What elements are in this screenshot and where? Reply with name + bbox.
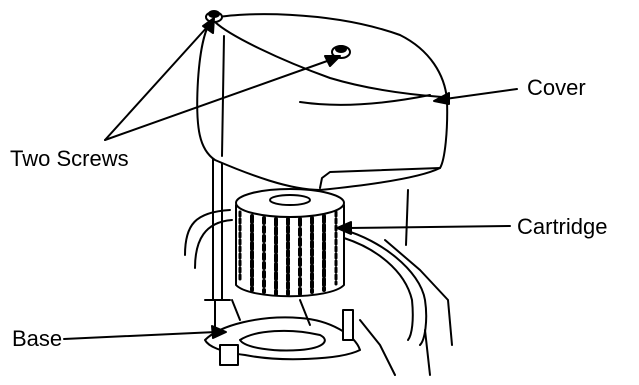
cover-label: Cover: [527, 77, 586, 99]
leader-cartridge: [337, 222, 510, 234]
leader-base: [64, 326, 226, 339]
base-label: Base: [12, 328, 62, 350]
cartridge: [236, 189, 344, 296]
cartridge-label: Cartridge: [517, 216, 607, 238]
cover: [197, 14, 447, 190]
two-screws-label: Two Screws: [10, 148, 129, 170]
